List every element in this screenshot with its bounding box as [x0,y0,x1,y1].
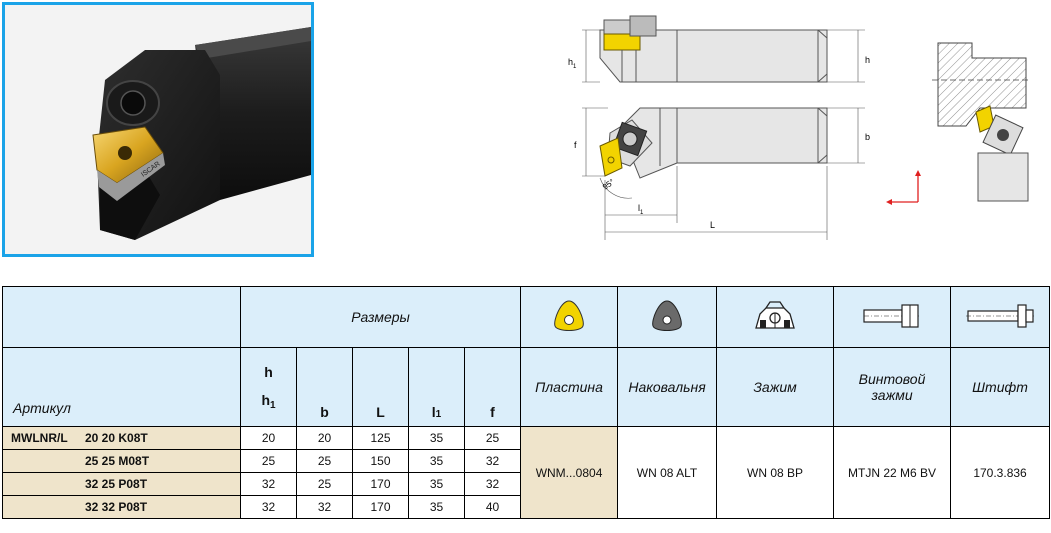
col-screw-header: Винтовой зажми [833,347,952,427]
col-b-header: b [296,347,353,427]
clamp-icon [755,300,795,329]
table-row: 25 25 M08T 25 25 150 35 32 [2,449,1050,473]
product-photo: ISCAR [2,2,314,257]
cell-h1: 32 [240,495,297,519]
cell-b: 25 [296,449,353,473]
dim-f-label: f [574,140,577,150]
screw-icon-cell [833,286,952,348]
dim-b-label: b [865,132,870,142]
col-h-h1-header: h h1 [240,347,297,427]
cell-b: 25 [296,472,353,496]
dim-h1-label: h1 [568,57,577,70]
cell-l1: 35 [408,426,465,450]
insert-icon [554,299,584,331]
cell-f: 32 [463,472,522,496]
cell-b: 20 [296,426,353,450]
screw-icon [863,303,921,328]
dim-L-label: L [710,220,715,230]
dimensions-header: Размеры [239,286,522,348]
col-anvil-header: Наковальня [617,347,718,427]
col-h1-label: h1 [261,392,276,411]
col-f-header: f [463,347,522,427]
cell-l1: 35 [408,472,465,496]
col-insert-header: Пластина [520,347,619,427]
cell-l1: 35 [408,449,465,473]
anvil-icon-cell [617,286,718,348]
table-row: 32 32 P08T 32 32 170 35 40 [2,495,1050,519]
corner-cell [2,286,241,348]
cell-L: 125 [352,426,409,450]
artikul-cell: 32 32 P08T [2,495,241,519]
anvil-cell: WN 08 ALT [617,426,718,519]
cell-h1: 20 [240,426,297,450]
spec-table: Размеры [2,286,1051,519]
artikul-header: Артикул [2,347,241,427]
cell-f: 40 [463,495,522,519]
insert-icon-cell [520,286,619,348]
pin-cell: 170.3.836 [950,426,1051,519]
artikul-cell: 32 25 P08T [2,472,241,496]
artikul-label: Артикул [13,400,71,416]
angle-label: 95° [601,177,616,191]
anvil-icon [652,299,682,331]
cell-L: 170 [352,472,409,496]
col-pin-header: Штифт [950,347,1051,427]
technical-drawing: h1 h 95° f b l1 [560,8,1040,253]
cell-L: 150 [352,449,409,473]
pin-icon [966,303,1035,328]
dim-h-label: h [865,55,870,65]
screw-cell: MTJN 22 M6 BV [833,426,952,519]
pin-icon-cell [950,286,1051,348]
col-L-header: L [352,347,409,427]
cell-L: 170 [352,495,409,519]
col-h-label: h [264,364,273,380]
cell-f: 25 [463,426,522,450]
cell-l1: 35 [408,495,465,519]
cell-f: 32 [463,449,522,473]
insert-cell: WNM...0804 [520,426,619,519]
clamp-icon-cell [716,286,835,348]
cell-h1: 25 [240,449,297,473]
dim-l1-label: l1 [638,203,644,216]
cell-b: 32 [296,495,353,519]
clamp-cell: WN 08 BP [716,426,835,519]
artikul-cell: 25 25 M08T [2,449,241,473]
col-clamp-header: Зажим [716,347,835,427]
cell-h1: 32 [240,472,297,496]
